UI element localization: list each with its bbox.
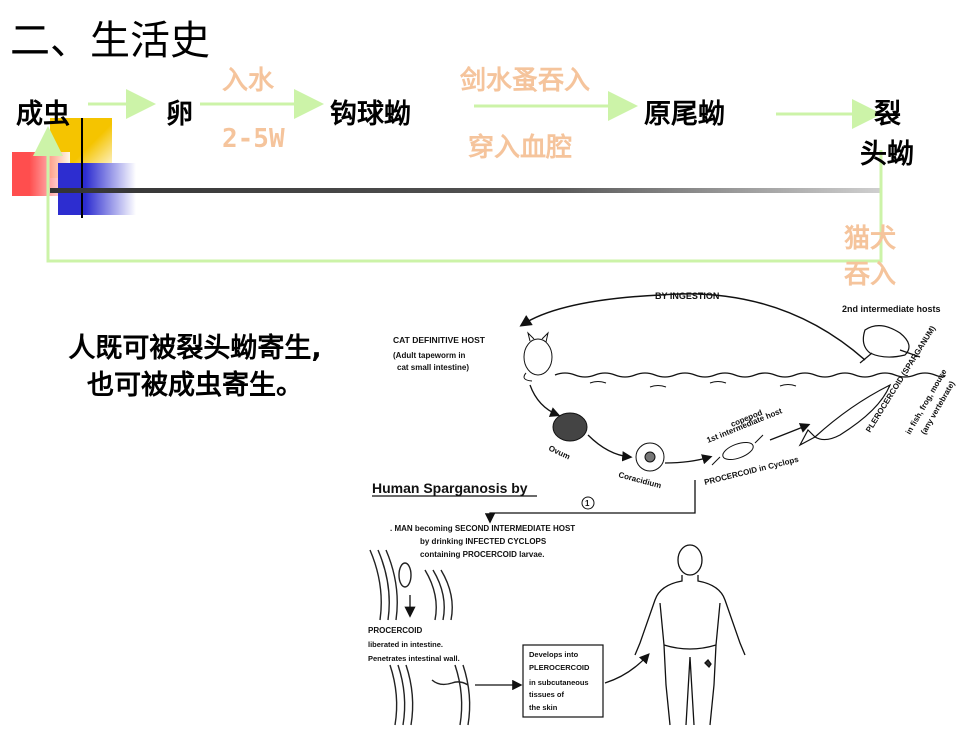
condition-into-water: 入水 (222, 66, 275, 96)
condition-enter-hemocoel: 穿入血腔 (468, 133, 573, 163)
box-line5: the skin (529, 703, 558, 712)
label-cat-note2: cat small intestine) (397, 363, 469, 372)
arrow-to-human (484, 480, 696, 524)
intestine-sketch-lower (389, 664, 471, 726)
statement-line1: 人既可被裂头蚴寄生, (68, 333, 322, 364)
label-proc-line3: Penetrates intestinal wall. (368, 654, 460, 663)
label-proc-line2: liberated in intestine. (368, 640, 443, 649)
label-cat-host: CAT DEFINITIVE HOST (393, 335, 486, 345)
label-cat-note1: (Adult tapeworm in (393, 351, 466, 360)
condition-duration: 2-5W (222, 124, 285, 154)
arrow-cat-to-ovum (529, 384, 561, 417)
stage-egg: 卵 (166, 99, 193, 130)
cat-illustration (523, 331, 553, 382)
coracidium-illustration (635, 442, 665, 472)
human-figure (634, 544, 746, 726)
label-ovum: Ovum (547, 444, 571, 462)
label-procercoid: PROCERCOID (368, 626, 422, 635)
accent-vertical-line (81, 118, 83, 218)
copepod-illustration (711, 434, 764, 466)
divider-line (50, 188, 880, 193)
box-line2: PLEROCERCOID (529, 663, 590, 672)
arrow-ovum-to-coracidium (587, 434, 633, 462)
arrow-coracidium-to-copepod (664, 454, 713, 465)
statement: 人既可被裂头蚴寄生, 也可被成虫寄生。 (30, 330, 360, 404)
circle-marker (581, 496, 595, 510)
page-title: 二、生活史 (10, 18, 210, 64)
life-cycle-figure: BY INGESTION 2nd intermediate hosts CAT … (368, 291, 957, 726)
statement-line2: 也可被成虫寄生。 (87, 370, 303, 401)
stage-procercoid: 原尾蚴 (644, 99, 725, 130)
develops-box (522, 644, 604, 718)
fish-illustration (798, 383, 892, 447)
arrow-copepod-to-fish (769, 423, 811, 441)
label-coracidium: Coracidium (617, 470, 662, 490)
condition-return-line1: 猫犬 (844, 224, 897, 254)
label-man-line2: by drinking INFECTED CYCLOPS (420, 537, 547, 546)
intestine-sketch-upper (369, 549, 453, 621)
frog-illustration (859, 325, 921, 364)
label-man-line1: . MAN becoming SECOND INTERMEDIATE HOST (390, 524, 575, 533)
water-waves (589, 381, 797, 388)
water-surface (554, 372, 946, 378)
label-by-ingestion: BY INGESTION (655, 291, 719, 301)
arrow-return-to-adult (33, 126, 883, 263)
stage-sparganum-line2: 头蚴 (860, 139, 914, 170)
condition-cyclops-ingest: 剑水蚤吞入 (460, 66, 591, 96)
stage-adult: 成虫 (16, 99, 70, 130)
label-man-line3: containing PROCERCOID larvae. (420, 550, 544, 559)
box-line4: tissues of (529, 690, 565, 699)
human-heading: Human Sparganosis by (372, 480, 528, 496)
ingestion-arc (519, 293, 866, 361)
ovum-illustration (552, 412, 588, 442)
box-line1: Develops into (529, 650, 579, 659)
cycle-arrows (33, 89, 883, 263)
arrow-box-to-human (604, 653, 650, 684)
condition-return-line2: 吞入 (844, 260, 897, 290)
circle-number: 1 (585, 499, 590, 508)
stage-coracidium: 钩球蚴 (330, 99, 411, 130)
label-second-hosts: 2nd intermediate hosts (842, 304, 941, 314)
stage-sparganum-line1: 裂 (874, 99, 901, 130)
box-line3: in subcutaneous (529, 678, 589, 687)
